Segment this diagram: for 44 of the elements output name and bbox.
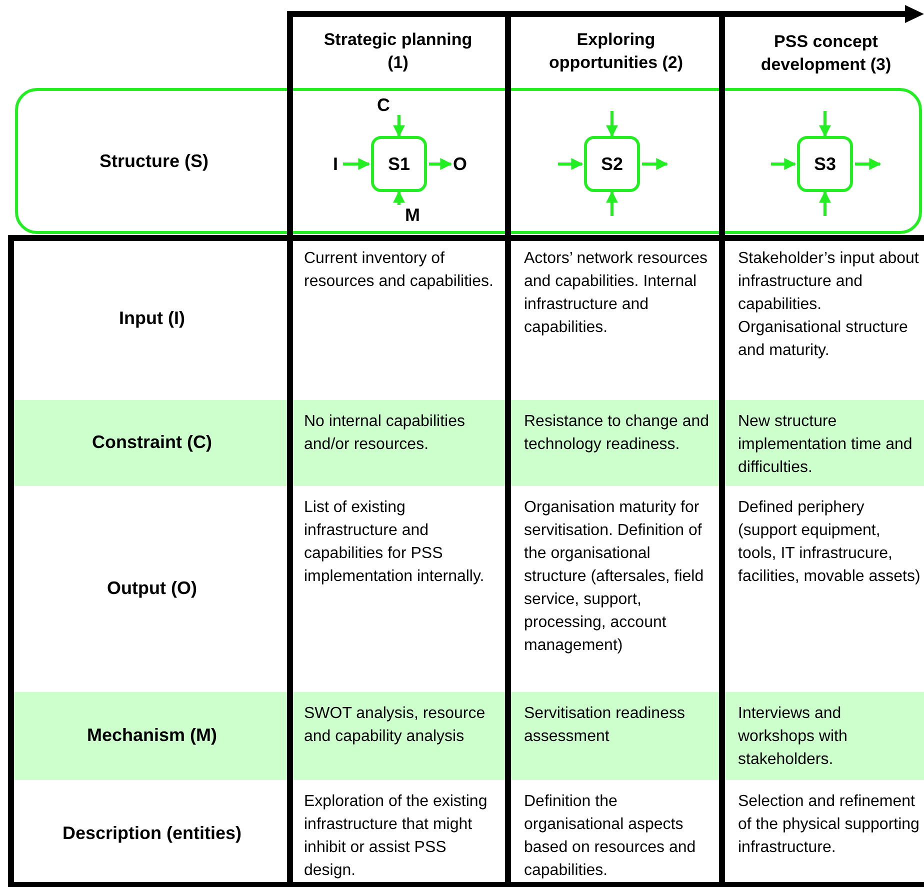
cell-description: Definition the organisational aspects based on resources and capabilities. bbox=[524, 792, 697, 881]
column-heading: Exploring opportunities (2) bbox=[548, 29, 684, 74]
arrow bbox=[819, 190, 831, 216]
arrow bbox=[429, 158, 452, 170]
row-label: Mechanism (M) bbox=[86, 725, 218, 746]
cell-description: Organisation maturity for servitisation. Definition of the organisational structure (aftersales, field service, support, processing, account management) bbox=[524, 498, 705, 656]
arrow bbox=[642, 158, 668, 170]
cell-description: Resistance to change and technology readiness. bbox=[524, 412, 710, 455]
cell-description: Defined periphery (support equipment, tools, IT infrastrucure, facilities, movable assets) bbox=[738, 498, 922, 587]
cell-description: Stakeholder’s input about infrastructure and capabilities. Organisational structure and maturity. bbox=[738, 249, 920, 361]
arrow bbox=[606, 190, 618, 216]
letter-label: M bbox=[405, 205, 420, 225]
cell-description: List of existing infrastructure and capabilities for PSS implementation internally. bbox=[304, 498, 486, 587]
cell-description: New structure implementation time and difficulties. bbox=[738, 412, 914, 478]
row-label: Input (I) bbox=[118, 308, 186, 328]
arrow bbox=[606, 111, 618, 138]
cell-description: No internal capabilities and/or resources. bbox=[304, 412, 466, 455]
letter-label: I bbox=[333, 154, 338, 174]
cell-description: Actors’ network resources and capabilities. Internal infrastructure and capabilities. bbox=[524, 249, 708, 338]
row-label: Description (entities) bbox=[61, 822, 243, 844]
cell-description: SWOT analysis, resource and capability analysis bbox=[304, 704, 486, 747]
column-heading: Strategic planning (1) bbox=[322, 29, 474, 74]
cell-description: Exploration of the existing infrastructure that might inhibit or assist PSS design. bbox=[304, 792, 488, 881]
arrow bbox=[819, 111, 831, 138]
cell-description: Servitisation readiness assessment bbox=[524, 704, 686, 747]
row-label: Constraint (C) bbox=[91, 432, 213, 453]
arrow bbox=[855, 158, 882, 170]
row-label: Output (O) bbox=[106, 578, 198, 599]
letter-label: O bbox=[453, 154, 468, 174]
arrow bbox=[393, 190, 405, 205]
arrow bbox=[343, 158, 370, 170]
column-heading: PSS concept development (3) bbox=[760, 31, 892, 76]
cell-description: Current inventory of resources and capabilities. bbox=[304, 249, 494, 292]
arrow bbox=[558, 158, 584, 170]
letter-label: C bbox=[377, 95, 390, 115]
process-box: S3 bbox=[797, 136, 853, 192]
process-box: S2 bbox=[584, 136, 640, 192]
arrow bbox=[393, 115, 405, 138]
row-label: Structure (S) bbox=[98, 151, 210, 172]
arrow bbox=[771, 158, 796, 170]
structure-band bbox=[15, 88, 922, 234]
cell-description: Interviews and workshops with stakeholders. bbox=[738, 704, 848, 770]
cell-description: Selection and refinement of the physical supporting infrastructure. bbox=[738, 792, 920, 858]
process-box: S1 bbox=[371, 136, 427, 192]
